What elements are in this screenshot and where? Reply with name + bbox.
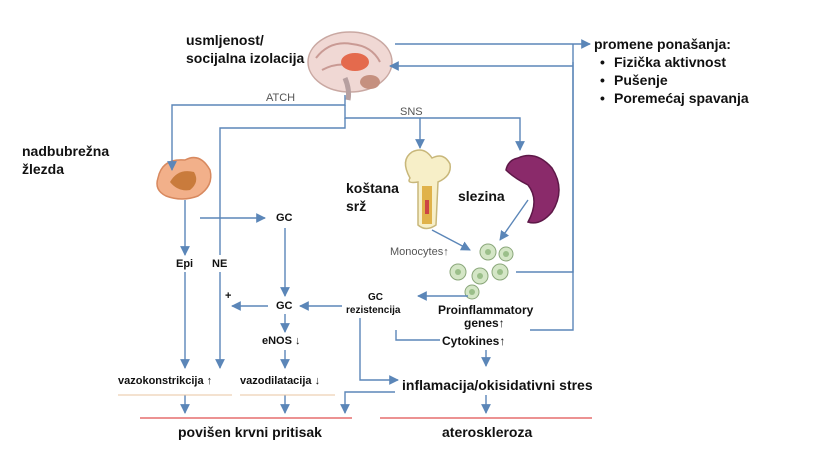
inflammation-label: inflamacija/okisidativni stres xyxy=(402,377,593,393)
gc-top-label: GC xyxy=(276,212,293,224)
bone-marrow-label-line1: koštana xyxy=(346,180,399,196)
connector-arrows xyxy=(118,39,592,419)
proinflammatory-line1: Proinflammatory xyxy=(438,303,534,317)
gc-resistance-line1: GC xyxy=(368,292,383,303)
bone-marrow-label-line2: srž xyxy=(346,198,367,214)
ne-label: NE xyxy=(212,258,228,270)
monocyte-cluster-icon xyxy=(449,243,514,300)
adrenal-label-line2: žlezda xyxy=(22,161,65,177)
gc-resistance-line2: rezistencija xyxy=(346,305,401,316)
vasoconstriction-label: vazokonstrikcija ↑ xyxy=(118,375,213,387)
behavior-title: promene ponašanja: xyxy=(594,36,731,52)
spleen-icon xyxy=(505,154,560,224)
plus-label: + xyxy=(225,290,232,302)
stress-label-line2: socijalna izolacija xyxy=(186,50,305,66)
sns-label: SNS xyxy=(400,106,423,118)
enos-label: eNOS ↓ xyxy=(262,335,301,347)
gc-mid-label: GC xyxy=(276,300,293,312)
adrenal-gland-icon xyxy=(156,156,212,200)
stress-label-line1: usmljenost/ xyxy=(186,32,264,48)
behavior-item: Poremećaj spavanja xyxy=(600,90,749,106)
atherosclerosis-label: ateroskleroza xyxy=(442,424,533,440)
proinflammatory-line2: genes↑ xyxy=(464,316,505,330)
cytokines-label: Cytokines↑ xyxy=(442,334,506,348)
behavior-item: Fizička aktivnost xyxy=(600,54,726,70)
spleen-label: slezina xyxy=(458,188,505,204)
brain-icon xyxy=(307,31,393,101)
monocytes-label: Monocytes↑ xyxy=(390,246,449,258)
blood-pressure-label: povišen krvni pritisak xyxy=(178,424,322,440)
vasodilation-label: vazodilatacija ↓ xyxy=(240,375,321,387)
epi-label: Epi xyxy=(176,258,194,270)
behavior-item: Pušenje xyxy=(600,72,668,88)
adrenal-label-line1: nadbubrežna xyxy=(22,143,110,159)
atch-label: ATCH xyxy=(266,92,296,104)
bone-marrow-icon xyxy=(404,149,451,230)
